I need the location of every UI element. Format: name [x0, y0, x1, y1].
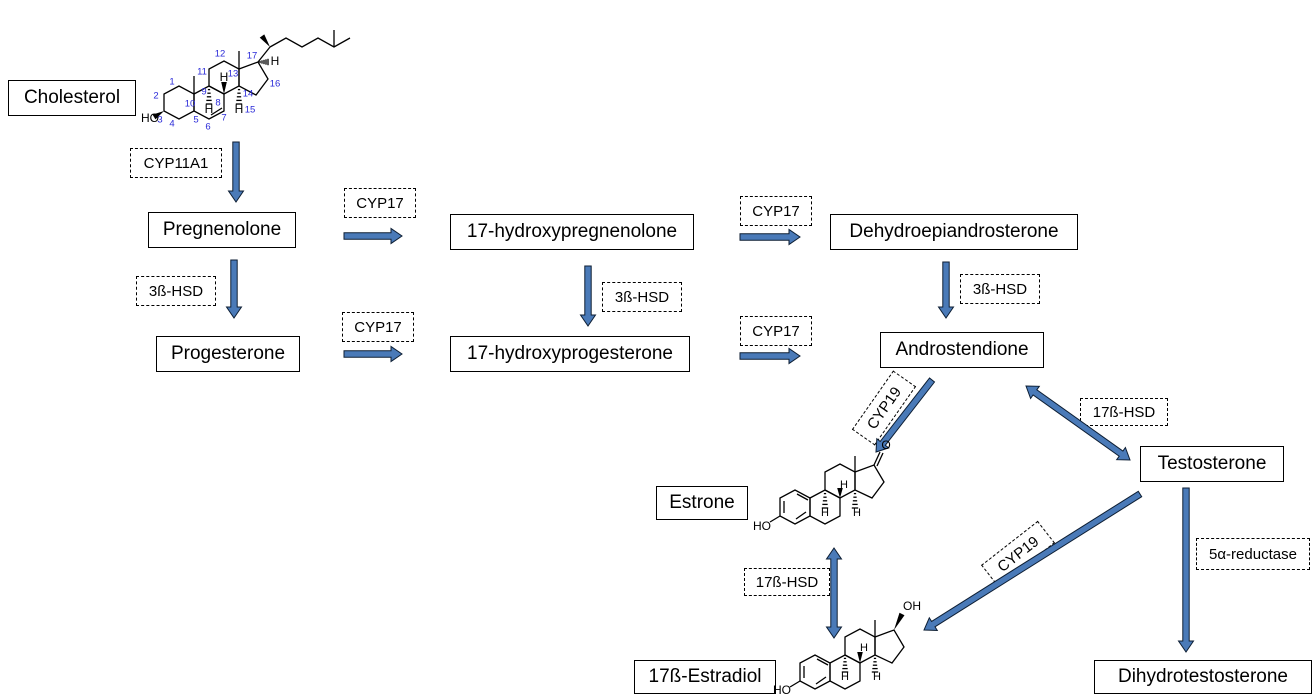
estrone-ketone-label: O [881, 438, 890, 452]
estradiol-oh17-label: OH [903, 599, 921, 613]
cholesterol-h9-label: H [205, 102, 214, 116]
cholesterol-atom-number-14: 14 [243, 89, 254, 100]
estradiol-h14-hash [871, 657, 879, 673]
cholesterol-atom-number-4: 4 [169, 119, 174, 130]
cholesterol-h14-hash [235, 88, 243, 105]
molecular-structures [152, 30, 905, 690]
estrone-h8-label: H [840, 479, 848, 491]
arrow-androstendione-estrone [875, 377, 936, 453]
arrow-pregnenolone-progesterone [225, 259, 243, 319]
arrow-cholesterol-pregnenolone [227, 141, 245, 203]
estrone-ketone-bond-2 [876, 452, 884, 467]
arrow-androstendione-testosterone [1025, 385, 1131, 461]
5a-reductase-label: 5α-reductase [1196, 538, 1310, 570]
cholesterol-atom-number-16: 16 [270, 79, 281, 90]
estradiol-h8-wedge [857, 652, 863, 663]
arrow-testosterone-dht [1177, 487, 1195, 653]
estrone-ketone-bond-1 [873, 451, 881, 466]
cholesterol-atom-number-11: 11 [197, 67, 207, 78]
estradiol-h9-hash [841, 657, 849, 673]
cholesterol-side-chain-bond [257, 46, 271, 63]
arrow-hydroxypregnenolone-hydroxyprogesterone [579, 265, 597, 327]
estrone-aromatic-bond-2 [796, 493, 809, 501]
estradiol-oh3-bond [789, 680, 801, 688]
cholesterol-atom-number-9: 9 [201, 87, 206, 98]
estradiol-h8-label: H [860, 642, 868, 654]
androstendione-box: Androstendione [880, 332, 1044, 368]
estradiol-oh17-wedge [894, 612, 905, 630]
arrow-estrone-estradiol [825, 547, 843, 639]
cholesterol-box: Cholesterol [8, 80, 136, 116]
progesterone-box: Progesterone [156, 336, 300, 372]
estrone-oh-bond [769, 515, 781, 523]
arrow-hydroxypregnenolone-dhea [739, 228, 801, 246]
cholesterol-atom-number-5: 5 [193, 115, 198, 126]
3b-hsd-label-pregnenolone: 3ß-HSD [136, 276, 216, 306]
estrone-h9-hash [821, 492, 829, 509]
cholesterol-atom-number-8: 8 [215, 98, 220, 109]
cholesterol-h8-wedge [221, 82, 227, 94]
cholesterol-atom-number-13: 13 [228, 69, 239, 80]
estrone-aromatic-bond-3 [795, 511, 807, 520]
estrone-h14-hash [851, 492, 859, 509]
cholesterol-methyl-20-wedge [259, 34, 270, 47]
cholesterol-hydroxyl-label: HO [141, 111, 159, 125]
estradiol-oh3-label: HO [773, 683, 791, 697]
estradiol-box: 17ß-Estradiol [634, 660, 776, 694]
estradiol-h9-label: H [841, 671, 849, 683]
pregnenolone-box: Pregnenolone [148, 212, 296, 248]
cholesterol-oh-wedge [152, 111, 164, 120]
estradiol-ring-d [874, 629, 905, 664]
estrone-h9-label: H [821, 507, 829, 519]
cholesterol-h8-label: H [220, 70, 229, 84]
arrow-hydroxyprogesterone-androstendione [739, 347, 801, 365]
cholesterol-atom-number-2: 2 [153, 91, 158, 102]
17b-hsd-label-androstendione: 17ß-HSD [1080, 398, 1168, 426]
reaction-arrows [225, 141, 1195, 653]
hydroxypregnenolone-box: 17-hydroxypregnenolone [450, 214, 694, 250]
cyp17-label-progesterone: CYP17 [342, 312, 414, 342]
3b-hsd-label-hydroxypregnenolone: 3ß-HSD [602, 282, 682, 312]
cholesterol-atom-number-10: 10 [185, 99, 196, 110]
cholesterol-atom-number-7: 7 [221, 113, 226, 124]
arrow-dhea-androstendione [937, 261, 955, 319]
cholesterol-atom-number-17: 17 [247, 51, 258, 62]
cyp17-label-hydroxyprogesterone: CYP17 [740, 316, 812, 346]
dhea-box: Dehydroepiandrosterone [830, 214, 1078, 250]
17b-hsd-label-estrone: 17ß-HSD [744, 568, 830, 596]
estrone-hydroxyl-label: HO [753, 519, 771, 533]
testosterone-box: Testosterone [1140, 446, 1284, 482]
cholesterol-double-bond [210, 107, 223, 116]
cyp17-label-pregnenolone: CYP17 [344, 188, 416, 218]
estrone-ring-d [854, 464, 885, 499]
cholesterol-h9-hash [205, 88, 213, 105]
estradiol-h14-label: H [873, 671, 881, 683]
cholesterol-side-chain [269, 37, 351, 48]
cholesterol-atom-number-3: 3 [157, 115, 162, 126]
cholesterol-h17-hash [259, 58, 269, 66]
cyp17-label-hydroxypregnenolone: CYP17 [740, 196, 812, 226]
estradiol-aromatic-bond-3 [815, 676, 827, 685]
hydroxyprogesterone-box: 17-hydroxyprogesterone [450, 336, 690, 372]
cyp11a1-label: CYP11A1 [130, 148, 222, 178]
cholesterol-atom-number-15: 15 [245, 105, 256, 116]
cholesterol-ring-d [238, 61, 269, 96]
cholesterol-atom-number-1: 1 [169, 77, 174, 88]
estradiol-aromatic-bond-2 [816, 658, 829, 666]
3b-hsd-label-dhea: 3ß-HSD [960, 274, 1040, 304]
dihydrotestosterone-box: Dihydrotestosterone [1094, 660, 1312, 694]
estrone-box: Estrone [656, 486, 748, 520]
cholesterol-h14-label: H [235, 102, 244, 116]
cholesterol-h17-label: H [271, 54, 280, 68]
cholesterol-atom-number-12: 12 [215, 49, 226, 60]
estrone-h14-label: H [853, 507, 861, 519]
cholesterol-atom-number-6: 6 [205, 122, 210, 133]
estrone-h8-wedge [837, 488, 843, 498]
arrow-progesterone-hydroxyprogesterone [343, 345, 403, 363]
arrow-pregnenolone-hydroxypregnenolone [343, 227, 403, 245]
arrow-testosterone-estradiol [923, 490, 1143, 632]
